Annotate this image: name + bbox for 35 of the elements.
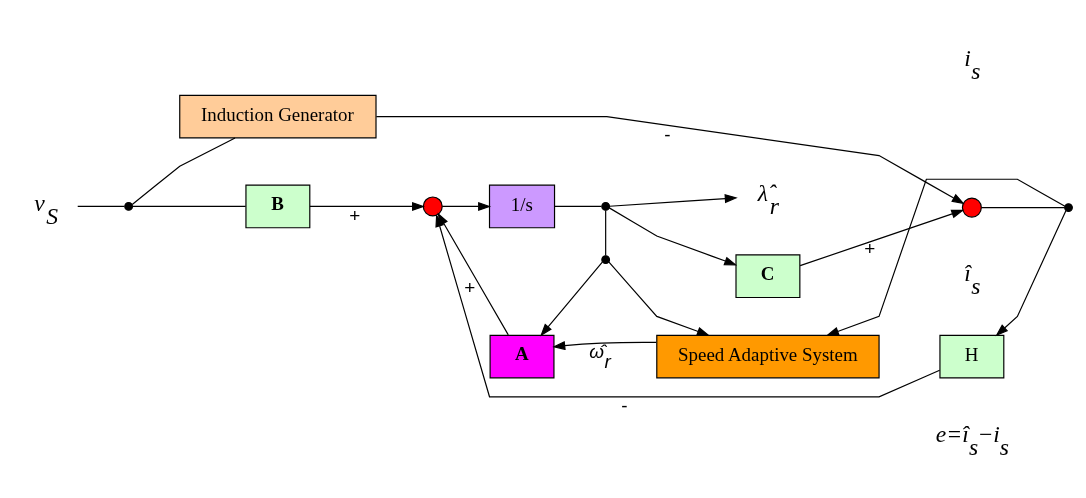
node-point <box>601 202 611 211</box>
edge-label: - <box>621 394 628 416</box>
arrow <box>608 207 738 266</box>
arrow <box>609 194 738 207</box>
arrow <box>608 261 710 336</box>
connector <box>980 207 1066 209</box>
node-circle <box>422 196 443 217</box>
arrow <box>309 201 426 211</box>
arrow <box>375 116 965 205</box>
connector <box>131 137 236 206</box>
node-point <box>124 202 134 211</box>
arrow <box>825 178 1066 336</box>
node-box: H <box>939 334 1005 379</box>
connector <box>132 205 247 208</box>
node-point <box>601 255 611 265</box>
connector <box>605 209 607 257</box>
edge-label: + <box>464 277 476 299</box>
arrow <box>799 209 965 267</box>
node-point <box>1064 203 1073 213</box>
node-circle <box>961 197 982 218</box>
arrow <box>540 261 603 337</box>
node-box: Induction Generator <box>179 94 377 139</box>
node-box: A <box>489 334 555 379</box>
edge-label: + <box>349 204 361 226</box>
arrow <box>995 210 1067 337</box>
node-box: C <box>735 254 801 299</box>
node-box: Speed Adaptive System <box>656 334 880 379</box>
connector <box>554 205 602 208</box>
edge-label: + <box>864 237 876 259</box>
arrow <box>552 341 657 351</box>
arrow <box>441 201 492 211</box>
node-box: B <box>245 184 311 229</box>
connector <box>77 205 125 208</box>
node-box: 1/s <box>488 184 556 229</box>
edge-label: - <box>664 123 671 145</box>
